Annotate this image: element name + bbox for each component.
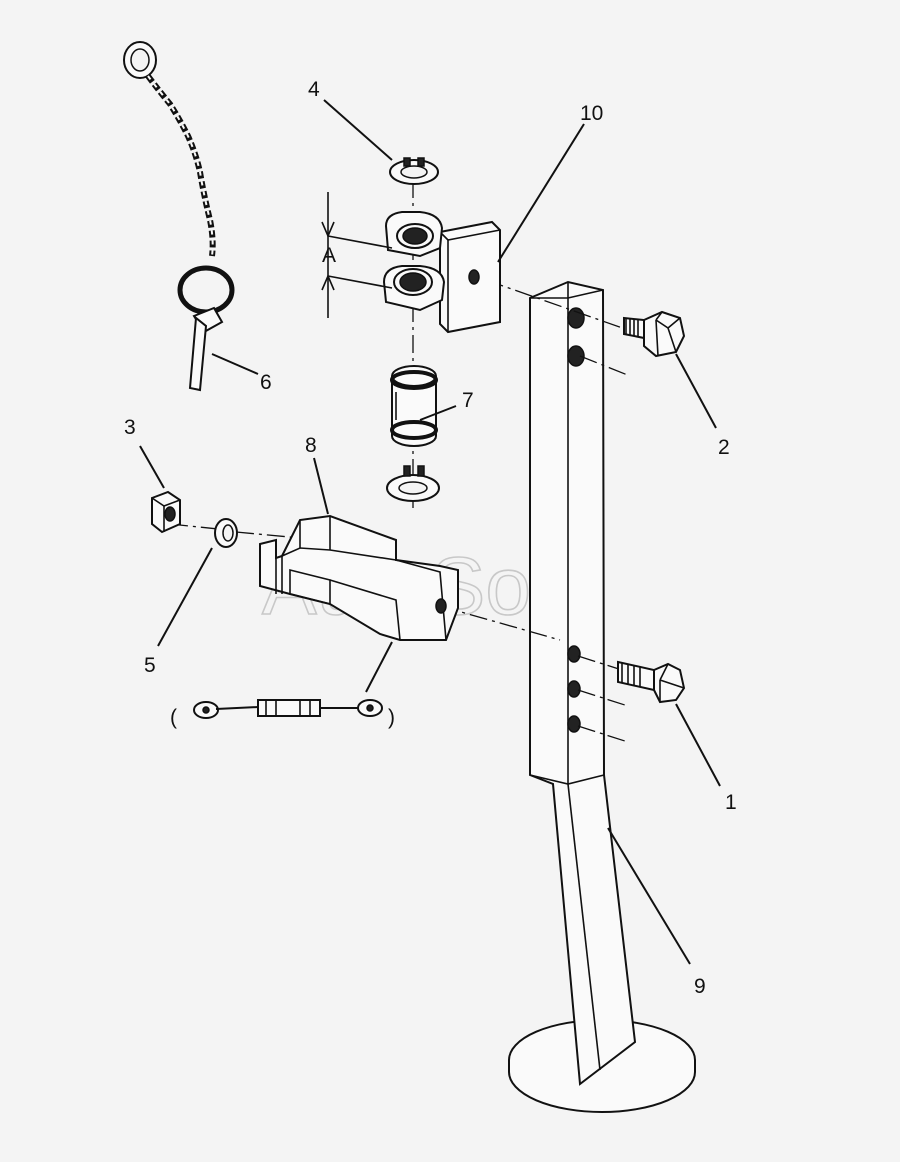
clevis-bracket	[382, 211, 501, 334]
nut	[151, 490, 181, 534]
circlip-bottom	[386, 465, 440, 502]
leg-hole	[567, 645, 581, 663]
center-line	[235, 531, 301, 539]
callout-6: 6	[260, 371, 272, 394]
leg-hole	[567, 307, 585, 329]
holder-bracket	[259, 514, 459, 641]
pin-ring	[177, 265, 235, 315]
bolt-lower	[617, 660, 686, 704]
leg-hole	[567, 345, 585, 367]
leg-hole	[567, 715, 581, 733]
callout-7: 7	[462, 389, 474, 412]
lock-washer	[214, 518, 238, 548]
callout-1: 1	[725, 791, 737, 814]
stand-leg	[508, 280, 696, 1113]
paren-open: (	[170, 706, 177, 729]
callout-4: 4	[308, 78, 320, 101]
pin-shaft	[188, 316, 208, 392]
leader-lines	[139, 99, 721, 965]
stand-leg-body	[529, 280, 637, 1086]
circlip-top	[389, 157, 439, 185]
holder-hole	[435, 598, 447, 614]
leg-hole	[567, 680, 581, 698]
bracket-hole	[468, 269, 480, 285]
callout-2: 2	[718, 436, 730, 459]
center-line	[579, 355, 631, 377]
callout-8: 8	[305, 434, 317, 457]
paren-close: )	[388, 706, 395, 729]
clevis-pin	[390, 365, 438, 447]
center-line	[577, 689, 629, 707]
lynch-pin-with-chain	[123, 41, 235, 392]
bolt-upper	[623, 310, 686, 358]
turnbuckle-alternative: ( )	[170, 699, 395, 729]
callout-5: 5	[144, 654, 156, 677]
callout-3: 3	[124, 416, 136, 439]
dimension-a: A	[321, 192, 393, 318]
dimension-a-label: A	[322, 244, 336, 267]
center-line	[577, 655, 623, 671]
callout-9: 9	[694, 975, 706, 998]
callouts: 1 2 3 4 5 6 7 8 9 10	[124, 78, 737, 998]
callout-10: 10	[580, 102, 603, 125]
center-line	[439, 605, 561, 641]
stand-foot-rim	[508, 1060, 696, 1113]
center-line	[577, 725, 629, 743]
center-line	[485, 279, 629, 331]
